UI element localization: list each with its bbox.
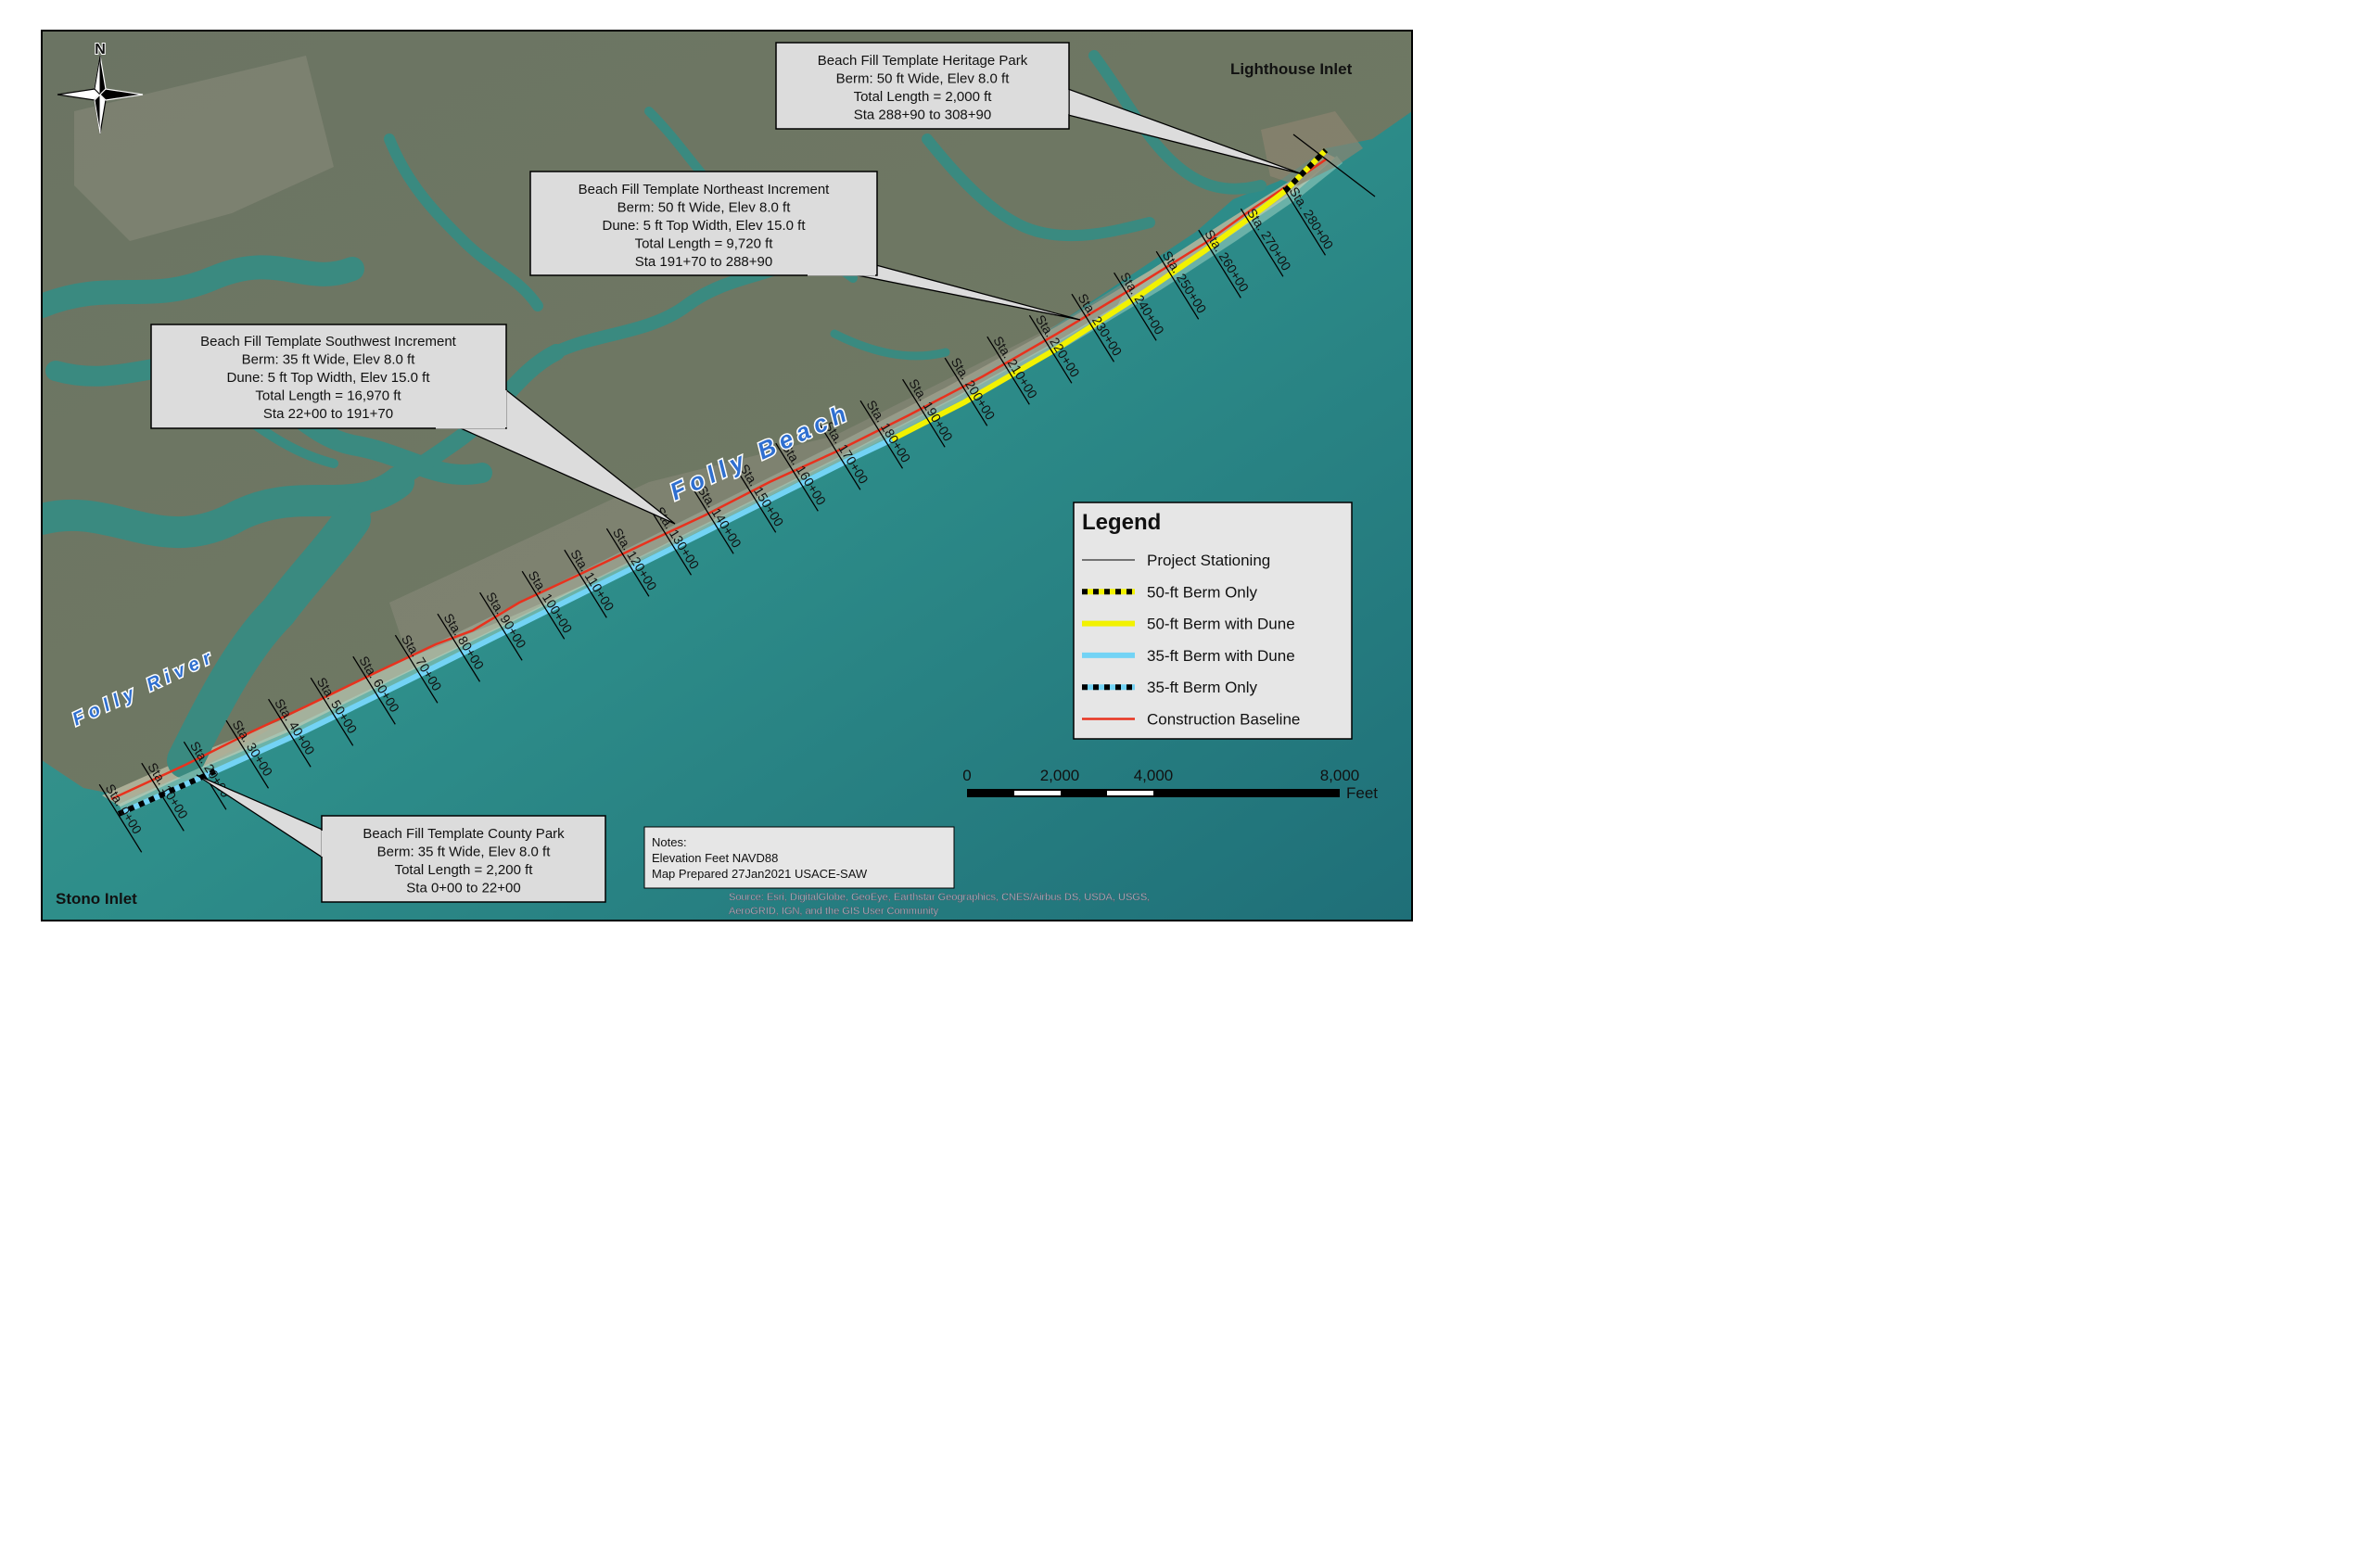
callout-line: Dune: 5 ft Top Width, Elev 15.0 ft: [226, 370, 430, 386]
station-transect: [1155, 250, 1200, 320]
station-transect: [268, 698, 312, 768]
scale-tick-4000: 4,000: [1134, 767, 1174, 784]
callout-line: Berm: 50 ft Wide, Elev 8.0 ft: [617, 200, 792, 216]
notes-prepared: Map Prepared 27Jan2021 USACE-SAW: [652, 867, 868, 881]
callout-line: Sta 22+00 to 191+70: [263, 406, 393, 422]
station-transect: [352, 655, 396, 725]
callout-line: Total Length = 2,200 ft: [395, 862, 534, 878]
station-transect: [437, 613, 481, 682]
stono-inlet-label: Stono Inlet: [56, 890, 137, 908]
marsh-land: [42, 31, 1412, 797]
callout-line: Sta 0+00 to 22+00: [406, 881, 520, 896]
callout-southwest: Beach Fill Template Southwest IncrementB…: [150, 324, 676, 525]
station-transect: [564, 549, 607, 618]
construction-baseline-line: [110, 158, 1327, 801]
map-frame: [41, 30, 1413, 921]
station-transect: [521, 570, 566, 640]
callout-northeast: Beach Fill Template Northeast IncrementB…: [529, 171, 1081, 321]
callout-line: Beach Fill Template Northeast Increment: [579, 182, 831, 197]
ne-end-transect: [1292, 133, 1376, 197]
source-attribution-line-1: Source: Esri, DigitalGlobe, GeoEye, Eart…: [729, 892, 1150, 903]
legend-item-label: 35-ft Berm Only: [1147, 679, 1258, 696]
station-transect: [310, 677, 354, 746]
legend-item-label: Project Stationing: [1147, 552, 1270, 569]
station-transect: [732, 464, 777, 533]
station-transect: [1282, 186, 1327, 256]
callout-line: Berm: 50 ft Wide, Elev 8.0 ft: [836, 71, 1011, 87]
station-transect: [98, 783, 143, 853]
north-arrow-icon: N: [57, 41, 144, 134]
station-transect: [225, 719, 270, 789]
station-transect: [859, 400, 904, 469]
callout-line: Berm: 35 ft Wide, Elev 8.0 ft: [242, 352, 416, 368]
notes-heading: Notes:: [652, 835, 687, 849]
scale-tick-8000: 8,000: [1320, 767, 1360, 784]
station-transect: [986, 336, 1030, 405]
station-transect: [944, 357, 988, 426]
station-transect: [605, 527, 650, 597]
scale-tick-2000: 2,000: [1040, 767, 1080, 784]
callout-line: Dune: 5 ft Top Width, Elev 15.0 ft: [602, 218, 806, 234]
station-transect: [183, 741, 227, 810]
station-transect: [775, 442, 819, 512]
scale-bar: 0 2,000 4,000 8,000 Feet: [962, 767, 1378, 802]
station-transect: [1114, 272, 1157, 341]
lighthouse-inlet-label: Lighthouse Inlet: [1230, 60, 1353, 78]
station-transect: [394, 634, 439, 704]
callout-line: Total Length = 2,000 ft: [854, 89, 993, 105]
station-transect: [141, 762, 185, 832]
callout-line: Sta 288+90 to 308+90: [854, 108, 991, 123]
legend-panel: Legend Project Stationing 50-ft Berm Only…: [1073, 502, 1353, 740]
legend-title: Legend: [1082, 510, 1161, 535]
callout-line: Beach Fill Template Southwest Increment: [200, 334, 457, 349]
town-areas: [74, 56, 1131, 658]
berm-35-only-line: [117, 769, 217, 817]
station-transect: [648, 506, 693, 576]
callout-line: Berm: 35 ft Wide, Elev 8.0 ft: [377, 845, 552, 860]
station-transect: [1028, 314, 1073, 384]
scale-tick-0: 0: [962, 767, 971, 784]
legend-item-label: 50-ft Berm with Dune: [1147, 616, 1295, 633]
legend-item-label: Construction Baseline: [1147, 711, 1300, 729]
station-transect: [691, 485, 734, 554]
notes-elevation: Elevation Feet NAVD88: [652, 851, 778, 865]
callout-line: Beach Fill Template County Park: [363, 826, 565, 842]
source-attribution-line-2: AeroGRID, IGN, and the GIS User Communit…: [729, 906, 939, 917]
callout-line: Beach Fill Template Heritage Park: [818, 53, 1028, 69]
north-arrow-label: N: [95, 42, 106, 57]
callout-line: Total Length = 9,720 ft: [635, 236, 774, 252]
station-transect: [1198, 229, 1241, 299]
callout-line: Total Length = 16,970 ft: [255, 388, 401, 404]
station-transect: [902, 378, 946, 448]
berm-50-only-dash: [1282, 147, 1329, 194]
scale-unit: Feet: [1346, 784, 1378, 802]
station-transect: [1071, 293, 1115, 362]
berm-35-dune-line: [213, 437, 894, 774]
legend-item-label: 50-ft Berm Only: [1147, 583, 1258, 601]
berm-50-dune-line: [890, 188, 1287, 442]
station-transect: [479, 591, 523, 661]
legend-item-label: 35-ft Berm with Dune: [1147, 647, 1295, 665]
callout-line: Sta 191+70 to 288+90: [635, 254, 772, 270]
station-transect: [1240, 208, 1284, 277]
station-transect: [817, 421, 861, 490]
notes-box: Notes: Elevation Feet NAVD88 Map Prepare…: [643, 826, 955, 889]
